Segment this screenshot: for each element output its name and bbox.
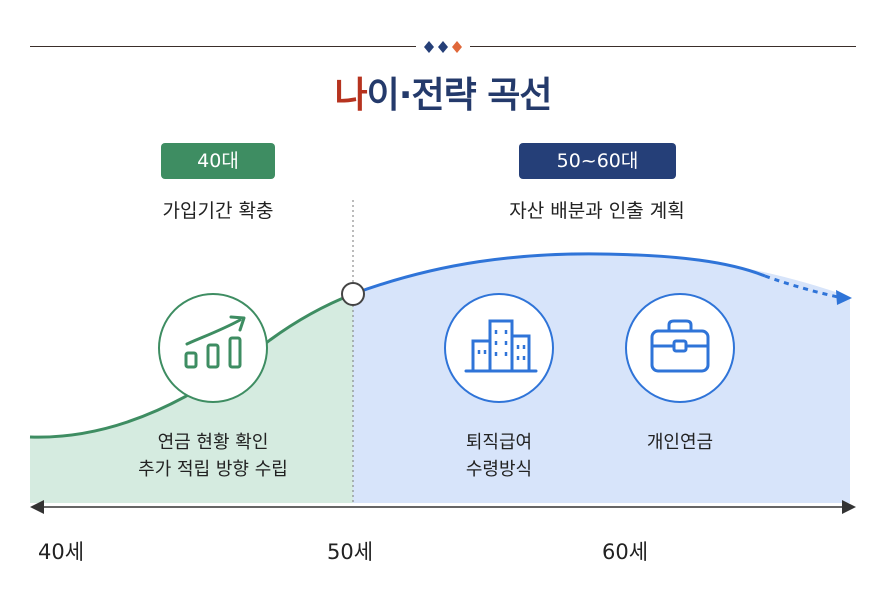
age-tick-60: 60세	[602, 540, 649, 564]
top-rule-right	[470, 46, 856, 47]
junction-marker	[341, 282, 365, 306]
axis-arrow-left	[30, 500, 44, 514]
title-rest: 이·전략 곡선	[366, 75, 553, 116]
item-label-pension-check: 연금 현황 확인 추가 적립 방향 수립	[103, 429, 323, 483]
item-label-line1: 개인연금	[646, 432, 714, 453]
diamond-ornament	[424, 41, 462, 53]
briefcase-icon	[625, 293, 735, 403]
item-label-line2: 추가 적립 방향 수립	[138, 459, 288, 480]
age-tick-40: 40세	[38, 540, 85, 564]
phase-subtitle-50s60s: 자산 배분과 인출 계획	[509, 200, 685, 222]
axis-arrow-right	[842, 500, 856, 514]
title-accent-char: 나	[334, 75, 368, 116]
item-label-personal-pension: 개인연금	[620, 429, 740, 456]
phase-50s60s-area	[353, 253, 850, 503]
page-title: 나이·전략 곡선	[0, 66, 886, 118]
phase-50s60s-curve	[352, 252, 766, 296]
age-tick-50: 50세	[327, 540, 374, 564]
curve-arrowhead	[836, 290, 852, 305]
buildings-icon	[444, 293, 554, 403]
item-label-retirement-benefit: 퇴직급여 수령방식	[439, 429, 559, 483]
item-label-line2: 수령방식	[465, 459, 533, 480]
phase-badge-50s60s: 50~60대	[519, 143, 676, 179]
phase-subtitle-40s: 가입기간 확충	[162, 200, 274, 222]
phase-badge-40s: 40대	[161, 143, 275, 179]
top-rule-left	[30, 46, 416, 47]
item-label-line1: 연금 현황 확인	[157, 432, 269, 453]
growth-chart-icon	[158, 293, 268, 403]
item-label-line1: 퇴직급여	[465, 432, 533, 453]
